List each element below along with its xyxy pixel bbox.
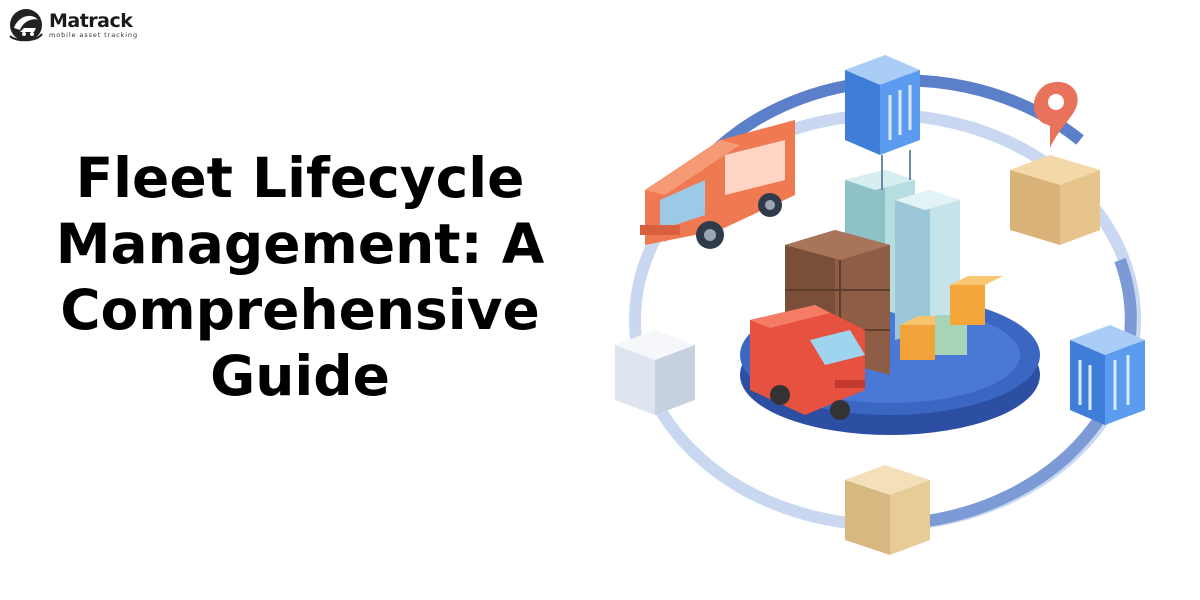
cargo-stack-icon — [785, 230, 890, 375]
brand-name: Matrack — [49, 9, 133, 32]
container-icon — [845, 55, 920, 190]
title-line-3: Comprehensive — [60, 278, 540, 342]
fleet-lifecycle-illustration — [615, 55, 1145, 555]
container-icon — [1070, 325, 1145, 425]
title-line-4: Guide — [210, 344, 390, 408]
title-line-2: Management: A — [55, 212, 545, 276]
box-icon — [1010, 155, 1100, 245]
globe-truck-icon — [9, 9, 43, 42]
page-title: Fleet Lifecycle Management: A Comprehens… — [20, 145, 580, 409]
title-line-1: Fleet Lifecycle — [75, 146, 525, 210]
box-icon — [615, 330, 695, 415]
brand-logo[interactable]: Matrack mobile asset tracking — [6, 6, 138, 44]
box-icon — [845, 465, 930, 555]
location-pin-icon — [1033, 81, 1078, 148]
truck-icon — [750, 305, 865, 420]
van-icon — [640, 120, 795, 249]
small-boxes-icon — [900, 276, 1003, 360]
brand-tagline: mobile asset tracking — [49, 30, 138, 39]
